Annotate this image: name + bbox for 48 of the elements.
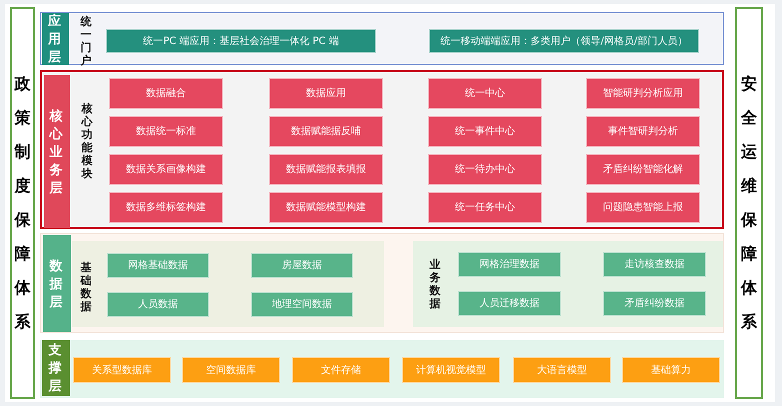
module-box: 数据赋能报表填报 <box>269 154 383 185</box>
module-box: 数据关系画像构建 <box>109 154 223 185</box>
module-box: 文件存储 <box>292 357 390 383</box>
layer-panel <box>40 233 724 333</box>
layer-panel <box>40 70 724 229</box>
module-box: 基础算力 <box>622 357 720 383</box>
module-box: 计算机视觉模型 <box>402 357 500 383</box>
module-box: 人员数据 <box>107 292 209 317</box>
module-box: 数据应用 <box>269 78 383 109</box>
module-box: 数据多维标签构建 <box>109 192 223 223</box>
layer-tab: 支撑层 <box>42 340 70 396</box>
module-box: 空间数据库 <box>182 357 280 383</box>
module-box: 统一任务中心 <box>428 192 542 223</box>
module-box: 矛盾纠纷数据 <box>603 291 706 316</box>
module-box: 统一PC 端应用：基层社会治理一体化 PC 端 <box>106 29 376 53</box>
module-box: 统一事件中心 <box>428 116 542 147</box>
module-box: 大语言模型 <box>513 357 611 383</box>
layer-tab: 应用层 <box>42 13 69 65</box>
group-label: 基础数据 <box>79 261 92 315</box>
layer-tab: 数据层 <box>43 235 71 332</box>
module-box: 网格基础数据 <box>107 253 209 278</box>
module-box: 智能研判分析应用 <box>586 78 700 109</box>
group-label: 业务数据 <box>428 258 442 312</box>
module-box: 统一移动端端应用：多类用户（领导/网格员/部门人员） <box>429 29 699 53</box>
module-box: 矛盾纠纷智能化解 <box>586 154 700 185</box>
module-box: 统一中心 <box>428 78 542 109</box>
module-box: 问题隐患智能上报 <box>586 192 700 223</box>
group-label: 统一门户 <box>79 15 92 65</box>
module-box: 数据统一标准 <box>109 116 223 147</box>
module-box: 网格治理数据 <box>458 252 561 277</box>
module-box: 数据赋能据反哺 <box>269 116 383 147</box>
module-box: 数据融合 <box>109 78 223 109</box>
module-box: 地理空间数据 <box>251 292 353 317</box>
layer-tab: 核心业务层 <box>44 75 70 228</box>
side-pillar: 政策制度保障体系 <box>10 7 35 399</box>
module-box: 房屋数据 <box>251 253 353 278</box>
data-group-panel <box>72 241 384 327</box>
module-box: 走访核查数据 <box>603 252 706 277</box>
group-label: 核心功能模块 <box>80 102 94 182</box>
data-group-panel <box>413 241 723 327</box>
module-box: 人员迁移数据 <box>458 291 561 316</box>
layer-panel <box>40 340 724 398</box>
module-box: 统一待办中心 <box>428 154 542 185</box>
side-pillar: 安全运维保障体系 <box>735 7 763 399</box>
module-box: 数据赋能模型构建 <box>269 192 383 223</box>
layer-panel <box>40 12 724 65</box>
module-box: 事件智研判分析 <box>586 116 700 147</box>
module-box: 关系型数据库 <box>73 357 171 383</box>
